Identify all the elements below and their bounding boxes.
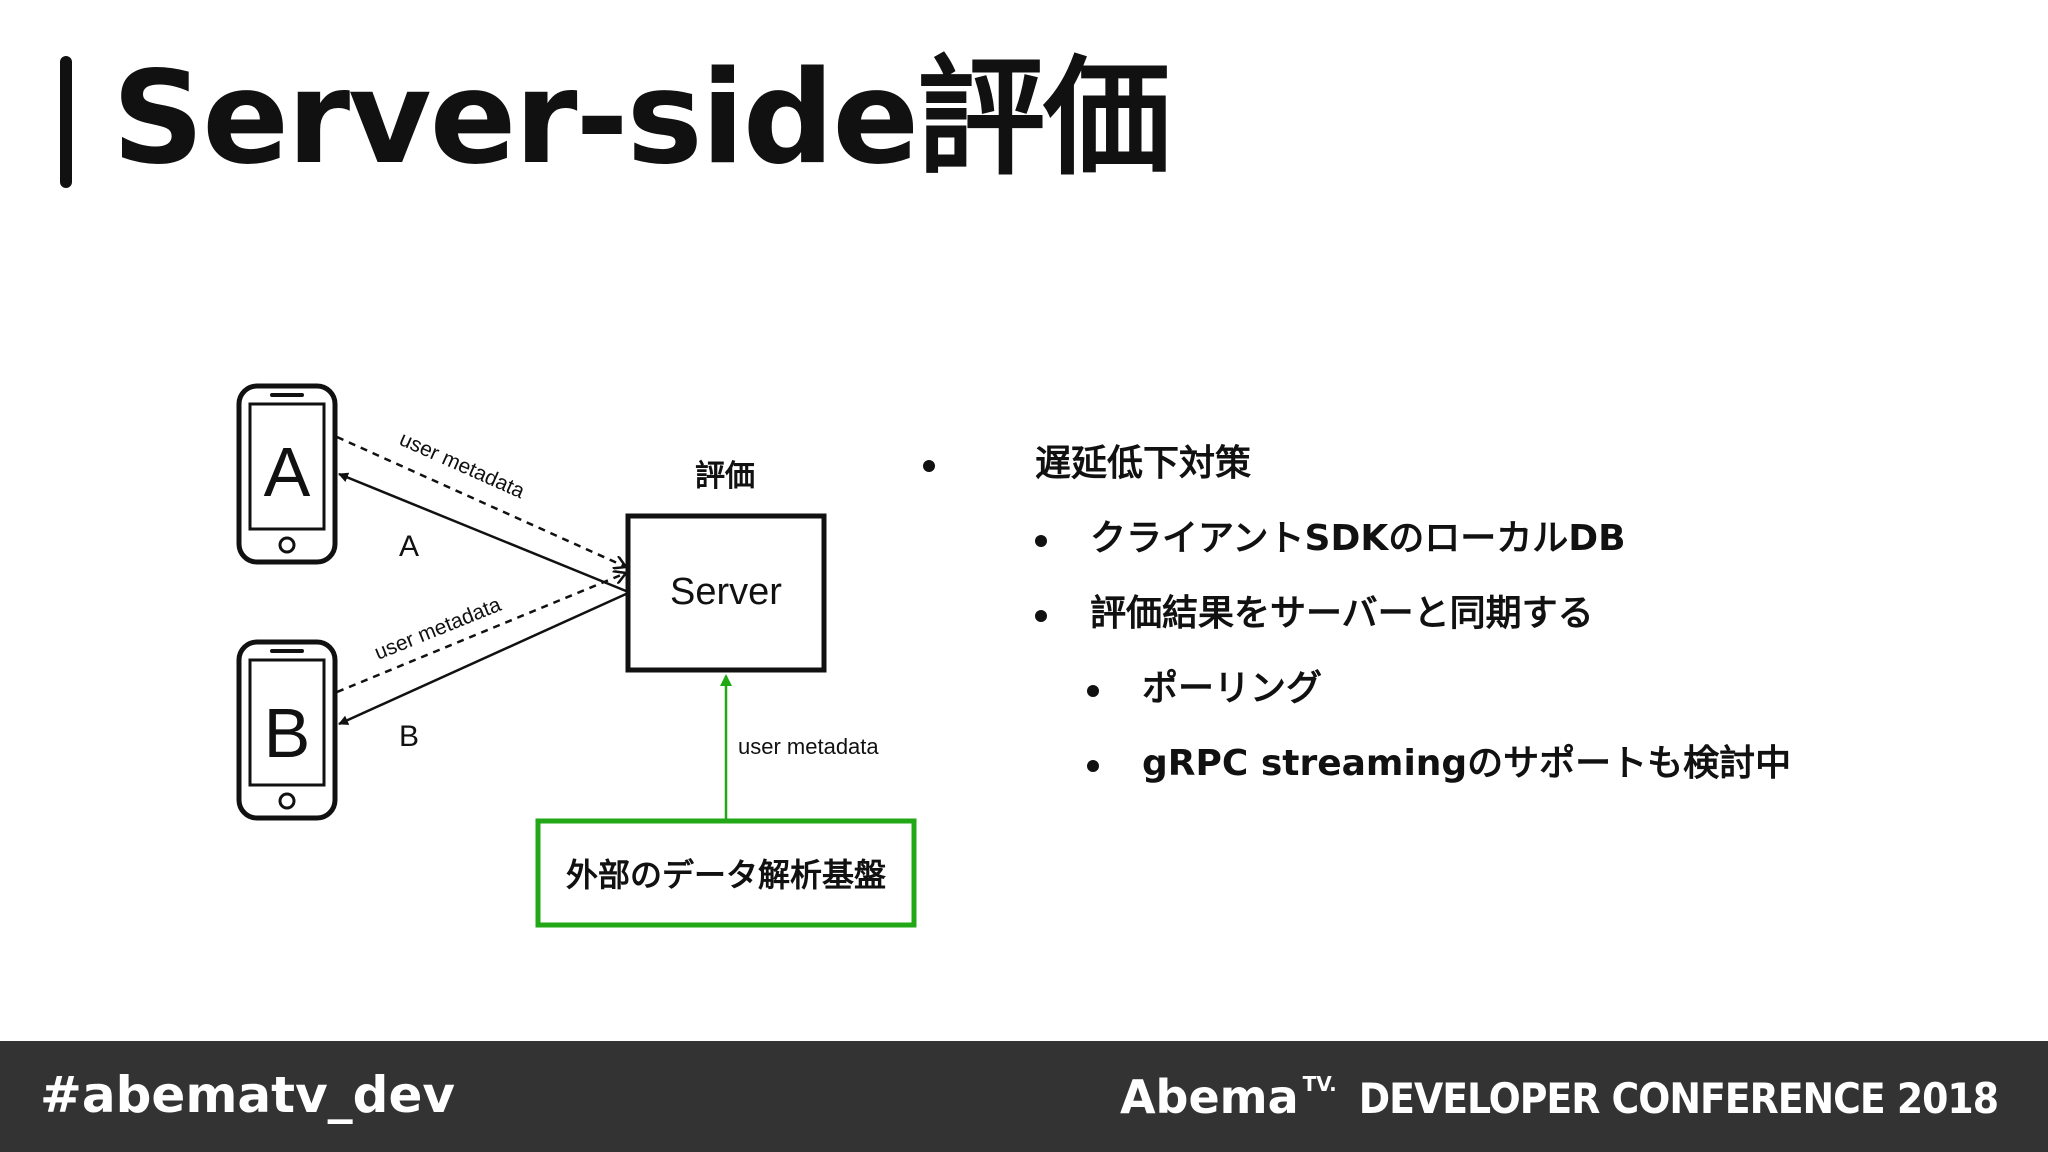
architecture-diagram: A B 評価 Server A B user metadata user met… (236, 383, 917, 928)
server-box (625, 513, 827, 673)
brand-logo: Abema (1119, 1070, 1299, 1124)
conference-name: DEVELOPER CONFERENCE 2018 (1358, 1074, 1999, 1123)
arrow-to-a (338, 472, 627, 593)
server-label: Server (670, 571, 782, 613)
dashed-b-label: user metadata (371, 593, 504, 665)
external-box (535, 818, 917, 928)
dashed-arrow-a (336, 435, 626, 567)
title-accent-bar (60, 56, 72, 188)
arrow-to-b (338, 592, 627, 726)
dashed-arrow-b (336, 573, 626, 694)
phone-a-letter: A (264, 433, 311, 511)
external-arrow-label: user metadata (738, 734, 879, 759)
footer-bar (0, 1041, 2048, 1152)
phone-b-letter: B (264, 694, 311, 772)
slide-title: Server-side評価 (112, 44, 1171, 193)
footer-hashtag: #abematv_dev (40, 1066, 455, 1124)
phone-b: B (236, 639, 338, 821)
phone-a: A (236, 383, 338, 565)
footer-brand: Abema TV. DEVELOPER CONFERENCE 2018 (1119, 1070, 1999, 1124)
server-header: 評価 (695, 459, 755, 494)
external-label: 外部のデータ解析基盤 (566, 856, 886, 894)
brand-tv-mark: TV. (1302, 1072, 1337, 1096)
arrow-b-label: B (399, 720, 419, 753)
arrow-a-label: A (399, 530, 419, 563)
